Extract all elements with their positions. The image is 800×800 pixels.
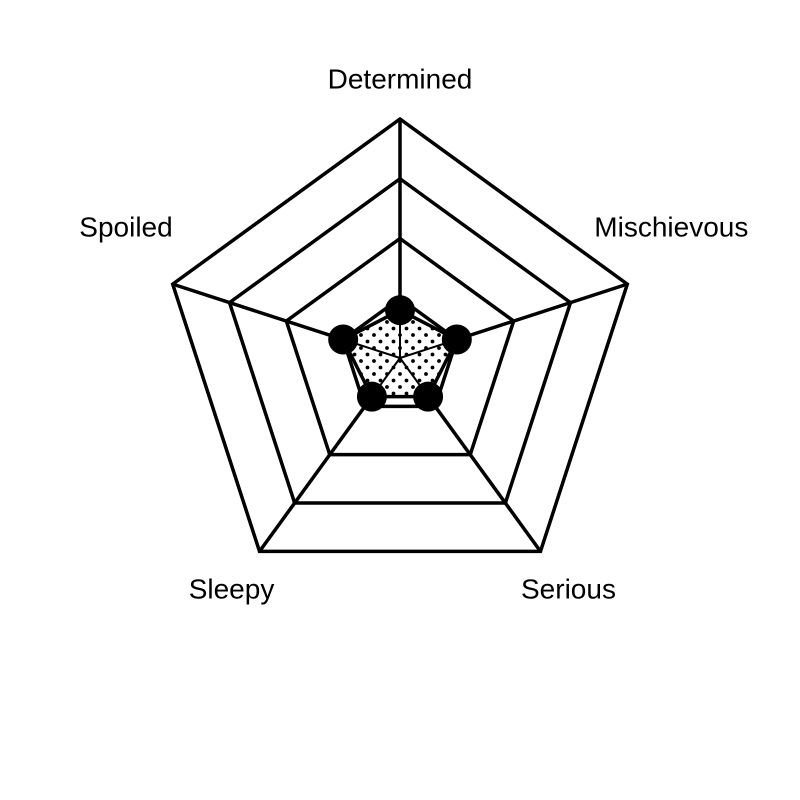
data-point-sleepy [356, 381, 387, 412]
axis-label-mischievous: Mischievous [594, 212, 748, 243]
radar-data [328, 295, 472, 412]
data-point-determined [385, 295, 415, 326]
data-point-serious [413, 381, 444, 412]
axis-label-sleepy: Sleepy [189, 574, 275, 605]
grid-ring-3 [227, 176, 573, 505]
axis-label-serious: Serious [521, 574, 616, 605]
data-point-mischievous [441, 324, 472, 355]
grid-ring-4 [170, 116, 630, 554]
axis-label-determined: Determined [328, 63, 473, 94]
grid-ring-2 [284, 236, 516, 457]
data-point-spoiled [328, 324, 359, 355]
axis-label-spoiled: Spoiled [79, 212, 172, 243]
